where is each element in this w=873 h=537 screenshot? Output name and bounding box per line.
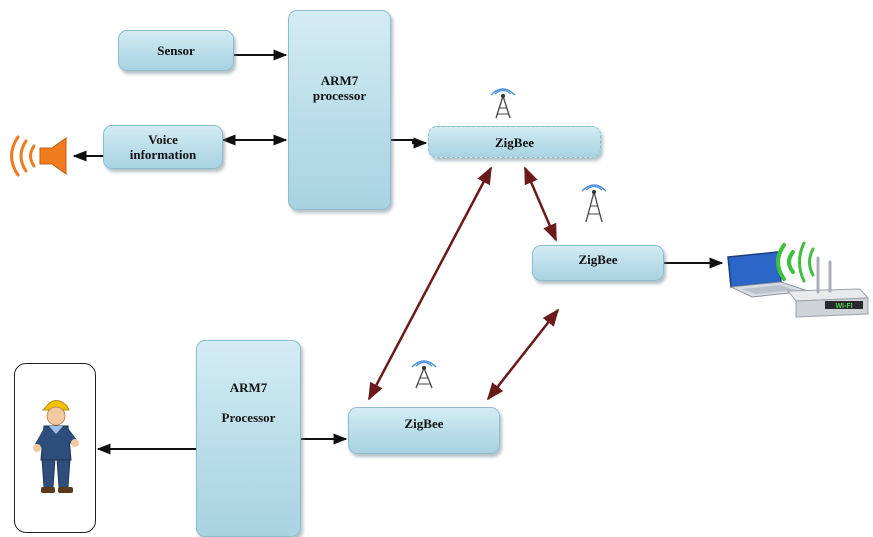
voice-label-line1: Voice xyxy=(148,132,178,147)
zigbee-mid-block: ZigBee xyxy=(532,245,664,281)
zigbee-top-block: ZigBee xyxy=(428,126,601,158)
wifi-waves-icon xyxy=(776,241,815,283)
wireless-link-mid-bottom xyxy=(486,308,560,401)
antenna-icon xyxy=(490,88,516,119)
arm7-processor-bottom-block: ARM7 Processor xyxy=(196,340,301,537)
arm7-bottom-label-line1: ARM7 xyxy=(229,380,268,395)
zigbee-mid-label: ZigBee xyxy=(578,252,618,267)
wireless-link-top-bottom xyxy=(367,166,493,401)
voice-label-line2: information xyxy=(129,147,197,162)
arm7-processor-top-block: ARM7 processor xyxy=(288,10,391,210)
arm-to-zigbee-wire xyxy=(391,137,428,149)
laptop-icon xyxy=(727,251,809,298)
arm7-top-label-line2: processor xyxy=(312,88,367,103)
zigbee-bottom-block: ZigBee xyxy=(348,407,500,454)
antenna-icon xyxy=(581,184,607,223)
sensor-label: Sensor xyxy=(157,43,195,58)
worker-icon xyxy=(33,400,79,493)
sensor-block: Sensor xyxy=(118,30,234,71)
antenna-icon xyxy=(411,360,437,389)
speaker-icon xyxy=(10,135,67,177)
zigbee-bottom-label: ZigBee xyxy=(404,416,444,431)
voice-information-block: Voice information xyxy=(103,125,223,169)
zigbee-top-label: ZigBee xyxy=(495,134,534,150)
arm7-top-label-line1: ARM7 xyxy=(320,73,359,88)
arm7-bottom-label-line2: Processor xyxy=(221,410,276,425)
wireless-link-top-mid xyxy=(523,166,558,242)
wifi-router-icon: WI-FI xyxy=(786,256,870,318)
router-label: WI-FI xyxy=(835,303,852,310)
worker-frame xyxy=(14,363,96,533)
